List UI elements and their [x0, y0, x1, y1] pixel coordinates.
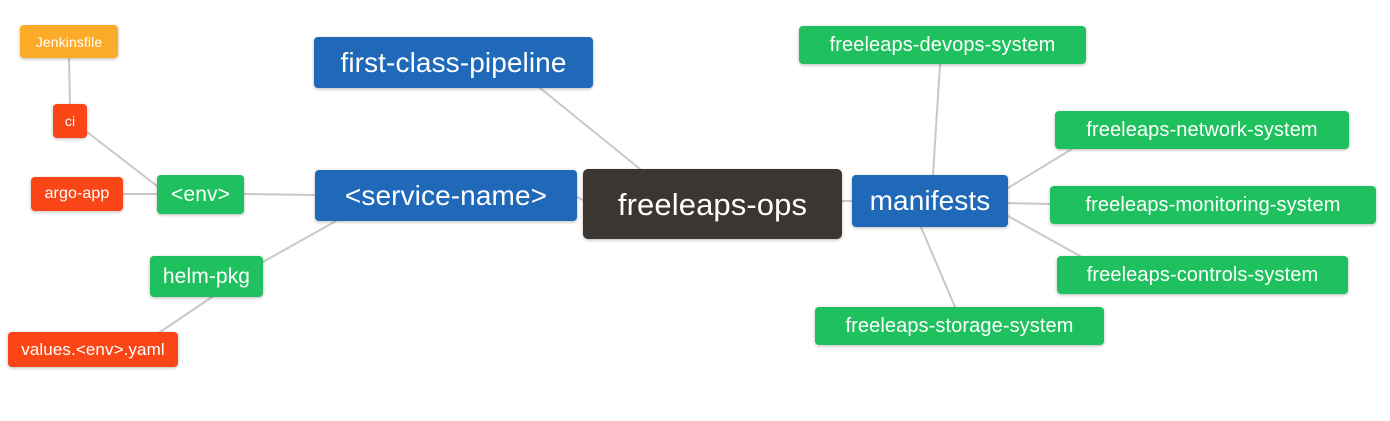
- edge-first-class-pipeline-to-freeleaps-ops: [539, 87, 641, 170]
- mindmap-node-values-env-yaml[interactable]: values.<env>.yaml: [8, 332, 178, 367]
- edge-jenkinsfile-to-ci: [68, 57, 71, 105]
- mindmap-node-freeleaps-controls-system[interactable]: freeleaps-controls-system: [1057, 256, 1348, 294]
- edge-freeleaps-devops-system-to-manifests: [932, 63, 941, 176]
- edge-values-env-yaml-to-helm-pkg: [159, 296, 213, 333]
- mindmap-node-manifests[interactable]: manifests: [852, 175, 1008, 227]
- mindmap-node-helm-pkg[interactable]: helm-pkg: [150, 256, 263, 297]
- mindmap-node-first-class-pipeline[interactable]: first-class-pipeline: [314, 37, 593, 88]
- mindmap-node-freeleaps-devops-system[interactable]: freeleaps-devops-system: [799, 26, 1086, 64]
- edge-helm-pkg-to-service-name: [262, 220, 337, 263]
- mindmap-node-freeleaps-ops[interactable]: freeleaps-ops: [583, 169, 842, 239]
- edge-env-to-service-name: [243, 193, 316, 196]
- edge-manifests-to-freeleaps-network-system: [1007, 148, 1073, 189]
- mindmap-node-freeleaps-monitoring-system[interactable]: freeleaps-monitoring-system: [1050, 186, 1376, 224]
- mindmap-node-env[interactable]: <env>: [157, 175, 244, 214]
- mindmap-node-freeleaps-network-system[interactable]: freeleaps-network-system: [1055, 111, 1349, 149]
- edge-manifests-to-freeleaps-monitoring-system: [1007, 202, 1051, 205]
- mindmap-node-jenkinsfile[interactable]: Jenkinsfile: [20, 25, 118, 58]
- edge-manifests-to-freeleaps-storage-system: [920, 226, 956, 308]
- mindmap-node-freeleaps-storage-system[interactable]: freeleaps-storage-system: [815, 307, 1104, 345]
- mindmap-node-ci[interactable]: ci: [53, 104, 87, 138]
- mindmap-node-service-name[interactable]: <service-name>: [315, 170, 577, 221]
- mindmap-node-argo-app[interactable]: argo-app: [31, 177, 123, 211]
